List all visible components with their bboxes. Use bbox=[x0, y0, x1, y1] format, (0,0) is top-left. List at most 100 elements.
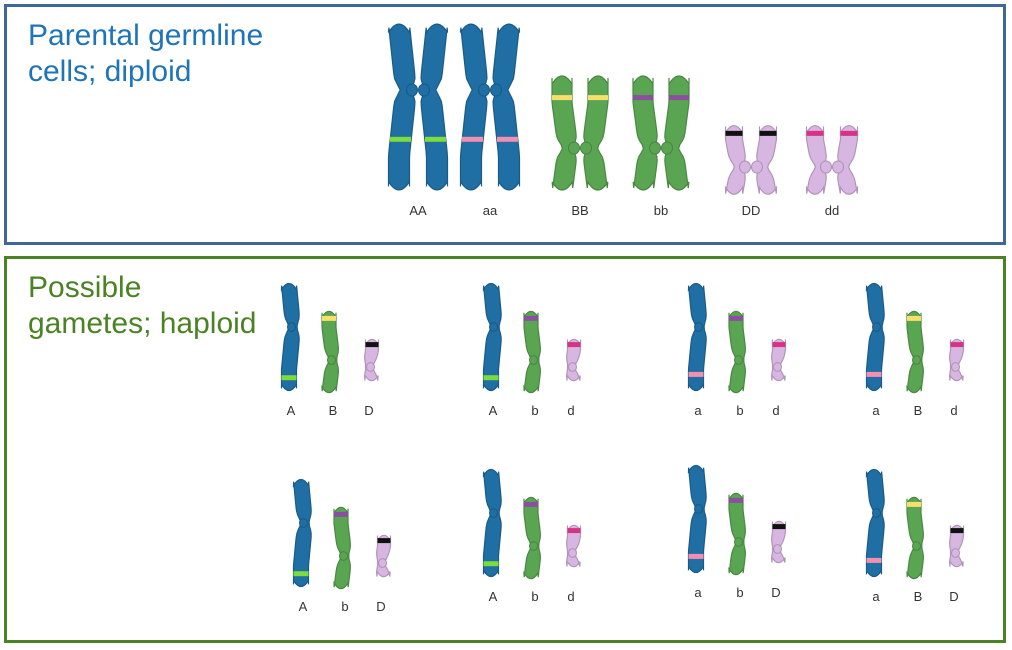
allele-band bbox=[552, 95, 572, 101]
centromere bbox=[568, 141, 580, 155]
centromere bbox=[478, 83, 490, 97]
allele-label: a bbox=[872, 403, 880, 418]
centromere bbox=[327, 355, 336, 365]
pair-label: aa bbox=[483, 203, 498, 218]
centromere bbox=[773, 362, 782, 372]
allele-label: B bbox=[914, 589, 923, 604]
chromatid-left bbox=[724, 125, 746, 195]
chromosome-a bbox=[865, 282, 885, 392]
allele-band bbox=[866, 557, 882, 563]
centromere bbox=[529, 355, 538, 365]
chromatid-right bbox=[837, 125, 859, 195]
chromatid-left bbox=[632, 75, 658, 191]
centromere bbox=[739, 160, 751, 174]
chromosome-b bbox=[728, 310, 746, 394]
allele-band bbox=[377, 538, 391, 544]
centromere bbox=[872, 508, 881, 518]
allele-band bbox=[334, 511, 348, 517]
centromere bbox=[529, 541, 538, 551]
allele-band bbox=[293, 571, 309, 577]
chromosome-a bbox=[687, 464, 707, 574]
centromere bbox=[661, 141, 673, 155]
centromere bbox=[339, 551, 348, 561]
chromatid-left bbox=[551, 75, 577, 191]
allele-band bbox=[567, 528, 581, 534]
allele-label: d bbox=[567, 403, 574, 418]
parental-cells-title: Parental germline cells; diploid bbox=[28, 19, 264, 88]
centromere bbox=[378, 558, 387, 568]
allele-band bbox=[483, 375, 499, 381]
allele-label: A bbox=[299, 599, 308, 614]
chromosome-a bbox=[482, 282, 502, 392]
allele-band bbox=[950, 342, 964, 348]
allele-band bbox=[633, 95, 653, 101]
centromere bbox=[872, 322, 881, 332]
pair-label: BB bbox=[571, 203, 588, 218]
chromosome-b bbox=[906, 496, 924, 580]
allele-band bbox=[365, 342, 379, 348]
allele-label: b bbox=[531, 403, 538, 418]
allele-band bbox=[840, 130, 858, 136]
allele-band bbox=[462, 136, 484, 142]
centromere bbox=[832, 160, 844, 174]
centromere bbox=[406, 83, 418, 97]
allele-band bbox=[866, 371, 882, 377]
centromere bbox=[568, 548, 577, 558]
allele-band bbox=[424, 136, 446, 142]
allele-band bbox=[281, 375, 297, 381]
allele-label: a bbox=[694, 403, 702, 418]
chromosome-b bbox=[523, 310, 541, 394]
allele-band bbox=[907, 315, 921, 321]
pair-label: DD bbox=[742, 203, 761, 218]
centromere bbox=[734, 355, 743, 365]
allele-band bbox=[950, 528, 964, 534]
centromere bbox=[773, 544, 782, 554]
allele-band bbox=[729, 497, 743, 503]
allele-label: b bbox=[341, 599, 348, 614]
centromere bbox=[694, 504, 703, 514]
allele-band bbox=[567, 342, 581, 348]
centromere bbox=[912, 355, 921, 365]
allele-label: D bbox=[771, 585, 780, 600]
centromere bbox=[489, 508, 498, 518]
allele-band bbox=[483, 561, 499, 567]
allele-label: D bbox=[949, 589, 958, 604]
allele-label: a bbox=[694, 585, 702, 600]
chromosome-a bbox=[292, 478, 312, 588]
allele-label: d bbox=[772, 403, 779, 418]
allele-band bbox=[907, 501, 921, 507]
centromere bbox=[912, 541, 921, 551]
allele-band bbox=[772, 524, 786, 530]
parental-pair-BB: BB bbox=[551, 75, 609, 218]
centromere bbox=[366, 362, 375, 372]
gametes-title: Possible gametes; haploid bbox=[28, 271, 257, 340]
allele-band bbox=[688, 371, 704, 377]
pair-label: AA bbox=[409, 203, 427, 218]
allele-band bbox=[729, 315, 743, 321]
allele-label: A bbox=[287, 403, 296, 418]
allele-band bbox=[725, 130, 743, 136]
centromere bbox=[820, 160, 832, 174]
centromere bbox=[580, 141, 592, 155]
allele-label: A bbox=[489, 589, 498, 604]
allele-label: b bbox=[531, 589, 538, 604]
allele-band bbox=[322, 315, 336, 321]
allele-label: B bbox=[914, 403, 923, 418]
allele-label: a bbox=[872, 589, 880, 604]
allele-label: b bbox=[736, 585, 743, 600]
parental-pair-bb: bb bbox=[632, 75, 690, 218]
centromere bbox=[490, 83, 502, 97]
chromatid-left bbox=[459, 23, 488, 191]
chromatid-right bbox=[664, 75, 690, 191]
chromosome-b bbox=[321, 310, 339, 394]
gametes-panel bbox=[4, 256, 1006, 643]
parental-pair-aa: aa bbox=[459, 23, 521, 218]
centromere bbox=[418, 83, 430, 97]
allele-band bbox=[496, 136, 518, 142]
allele-band bbox=[390, 136, 412, 142]
chromosome-a bbox=[482, 468, 502, 578]
chromosome-b bbox=[333, 506, 351, 590]
